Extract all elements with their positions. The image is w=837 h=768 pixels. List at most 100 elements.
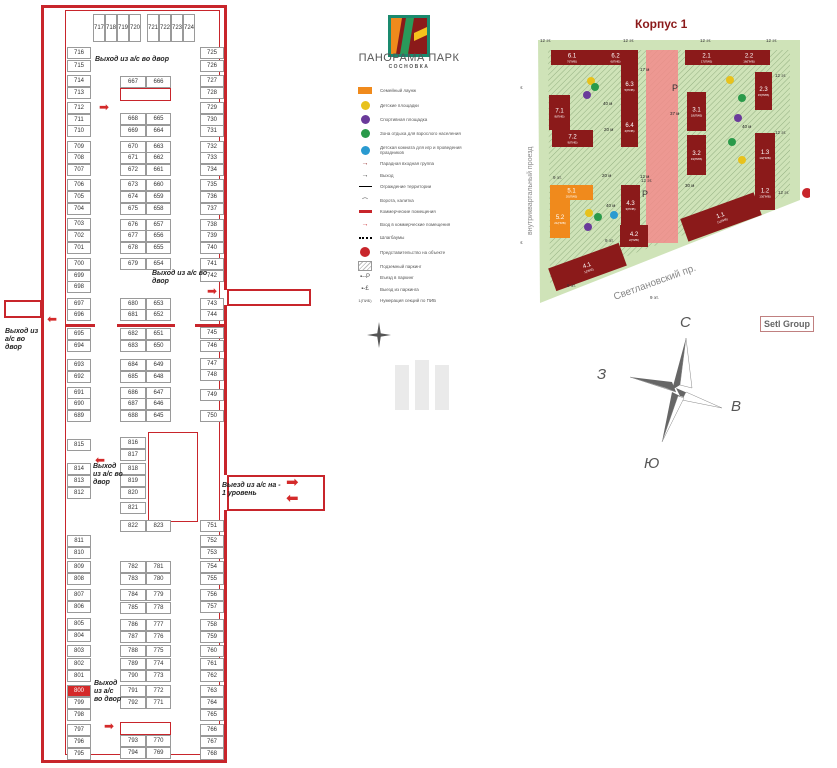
parking-spot[interactable]: 693 (67, 359, 91, 371)
parking-spot[interactable]: 755 (200, 573, 224, 585)
parking-spot[interactable]: 698 (67, 281, 91, 293)
parking-spot[interactable]: 684 (120, 359, 146, 371)
parking-spot[interactable]: 787 (120, 631, 146, 643)
parking-spot[interactable]: 786 (120, 619, 146, 631)
parking-spot[interactable]: 705 (67, 191, 91, 203)
parking-spot[interactable]: 780 (146, 573, 171, 585)
building-section[interactable]: 6.26(ПИБ) (593, 50, 638, 65)
parking-spot[interactable]: 773 (146, 670, 171, 682)
building-section[interactable]: 4.11(ПИБ) (548, 242, 627, 292)
parking-spot[interactable]: 679 (120, 258, 146, 270)
parking-spot[interactable]: 759 (200, 631, 224, 643)
parking-spot[interactable]: 816 (120, 437, 146, 449)
parking-spot[interactable]: 689 (67, 410, 91, 422)
parking-spot[interactable]: 790 (120, 670, 146, 682)
building-section[interactable]: 3.219(ПИБ) (687, 135, 706, 175)
parking-spot[interactable]: 734 (200, 164, 224, 176)
parking-spot[interactable]: 763 (200, 685, 224, 697)
parking-spot[interactable]: 646 (146, 398, 171, 410)
parking-spot[interactable]: 768 (200, 748, 224, 760)
parking-spot[interactable]: 797 (67, 724, 91, 736)
building-section[interactable]: 2.117(ПИБ) (685, 50, 728, 65)
parking-spot[interactable]: 672 (120, 164, 146, 176)
parking-spot[interactable]: 753 (200, 547, 224, 559)
parking-spot[interactable]: 813 (67, 475, 91, 487)
parking-spot[interactable]: 817 (120, 449, 146, 461)
parking-spot[interactable]: 677 (120, 230, 146, 242)
parking-spot[interactable]: 778 (146, 602, 171, 614)
parking-spot[interactable]: 690 (67, 398, 91, 410)
parking-spot[interactable]: 710 (67, 125, 91, 137)
parking-spot[interactable]: 819 (120, 475, 146, 487)
parking-spot[interactable]: 760 (200, 645, 224, 657)
parking-spot[interactable]: 781 (146, 561, 171, 573)
building-section[interactable]: 6.35(ПИБ) (621, 65, 638, 107)
parking-spot[interactable]: 743 (200, 298, 224, 310)
building-section[interactable]: 1.111(ПИБ) (680, 192, 762, 242)
building-section[interactable]: 2.315(ПИБ) (755, 72, 772, 110)
parking-spot[interactable]: 815 (67, 439, 91, 451)
parking-spot[interactable]: 723 (171, 14, 183, 42)
parking-spot[interactable]: 765 (200, 709, 224, 721)
parking-spot[interactable]: 656 (146, 230, 171, 242)
building-section[interactable]: 6.17(ПИБ) (551, 50, 593, 65)
parking-spot[interactable]: 694 (67, 340, 91, 352)
parking-spot[interactable]: 761 (200, 658, 224, 670)
parking-spot[interactable]: 739 (200, 230, 224, 242)
parking-spot[interactable]: 655 (146, 242, 171, 254)
parking-spot[interactable]: 722 (159, 14, 171, 42)
building-section[interactable]: 1.314(ПИБ) (755, 133, 775, 175)
parking-spot[interactable]: 668 (120, 113, 146, 125)
parking-spot[interactable]: 788 (120, 645, 146, 657)
parking-spot[interactable]: 804 (67, 630, 91, 642)
parking-spot[interactable]: 725 (200, 47, 224, 59)
parking-spot[interactable]: 669 (120, 125, 146, 137)
parking-spot[interactable]: 741 (200, 258, 224, 270)
parking-spot[interactable]: 807 (67, 589, 91, 601)
parking-spot[interactable]: 809 (67, 561, 91, 573)
parking-spot[interactable]: 695 (67, 328, 91, 340)
building-section[interactable]: 7.18(ПИБ) (549, 95, 570, 130)
building-section[interactable]: 1.213(ПИБ) (755, 175, 775, 210)
parking-spot[interactable]: 750 (200, 410, 224, 422)
parking-spot[interactable]: 717 (93, 14, 105, 42)
parking-spot[interactable]: 771 (146, 697, 171, 709)
parking-spot[interactable]: 746 (200, 340, 224, 352)
building-section[interactable]: 6.44(ПИБ) (621, 107, 638, 147)
building-section[interactable]: 4.33(ПИБ) (621, 185, 640, 225)
parking-spot[interactable]: 740 (200, 242, 224, 254)
parking-spot[interactable]: 754 (200, 561, 224, 573)
parking-spot[interactable]: 707 (67, 164, 91, 176)
building-section[interactable]: 2.216(ПИБ) (728, 50, 770, 65)
building-section[interactable]: 5.221(ПИБ) (550, 200, 570, 238)
parking-spot[interactable]: 666 (146, 76, 171, 88)
parking-spot[interactable]: 660 (146, 179, 171, 191)
parking-spot[interactable]: 685 (120, 371, 146, 383)
parking-spot[interactable]: 762 (200, 670, 224, 682)
parking-spot[interactable]: 744 (200, 309, 224, 321)
parking-spot[interactable]: 801 (67, 670, 91, 682)
parking-spot[interactable]: 808 (67, 573, 91, 585)
parking-spot[interactable]: 664 (146, 125, 171, 137)
parking-spot[interactable]: 675 (120, 203, 146, 215)
parking-spot[interactable]: 667 (120, 76, 146, 88)
parking-spot[interactable]: 823 (146, 520, 171, 532)
parking-spot[interactable]: 718 (105, 14, 117, 42)
parking-spot[interactable]: 674 (120, 191, 146, 203)
parking-spot[interactable]: 659 (146, 191, 171, 203)
parking-spot[interactable]: 812 (67, 487, 91, 499)
parking-spot[interactable]: 692 (67, 371, 91, 383)
parking-spot[interactable]: 802 (67, 658, 91, 670)
parking-spot[interactable]: 682 (120, 328, 146, 340)
parking-spot[interactable]: 748 (200, 369, 224, 381)
parking-spot[interactable]: 648 (146, 371, 171, 383)
parking-spot[interactable]: 767 (200, 736, 224, 748)
parking-spot[interactable]: 716 (67, 47, 91, 59)
building-section[interactable]: 3.118(ПИБ) (687, 92, 706, 131)
parking-spot[interactable]: 784 (120, 589, 146, 601)
parking-spot[interactable]: 806 (67, 601, 91, 613)
parking-spot[interactable]: 798 (67, 709, 91, 721)
parking-spot[interactable]: 714 (67, 75, 91, 87)
parking-spot[interactable]: 810 (67, 547, 91, 559)
parking-spot[interactable]: 757 (200, 601, 224, 613)
